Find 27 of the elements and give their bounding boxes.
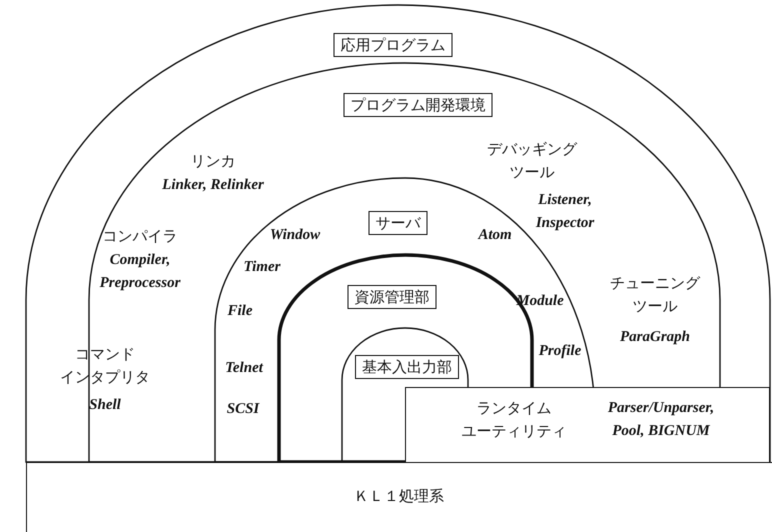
component-label: Window [270, 226, 320, 245]
component-label: Shell [89, 396, 121, 415]
component-label: チューニングツール [610, 273, 700, 317]
component-label: Linker, Relinker [162, 176, 264, 195]
layer-heading: サーバ [368, 211, 428, 235]
component-label: ParaGraph [620, 328, 690, 347]
layer-heading: プログラム開発環境 [344, 93, 492, 117]
layer-heading: 基本入出力部 [355, 355, 459, 379]
component-label: Compiler, Preprocessor [100, 251, 180, 293]
component-label: Atom [478, 226, 512, 245]
layer-heading: 応用プログラム [334, 33, 452, 57]
component-label: File [228, 302, 252, 321]
component-label: ランタイムユーティリティ [462, 398, 566, 442]
component-label: ＫＬ１処理系 [354, 486, 444, 507]
component-label: SCSI [226, 400, 260, 419]
component-label: デバッギングツール [487, 139, 577, 183]
component-label: Profile [538, 342, 582, 361]
component-label: リンカ [190, 151, 236, 172]
component-label: Telnet [225, 359, 263, 378]
component-label: Timer [244, 258, 280, 277]
base-layer-box [26, 462, 772, 532]
runtime-box [405, 387, 770, 463]
component-label: コマンドインタプリタ [60, 344, 150, 388]
component-label: コンパイラ [102, 226, 178, 247]
component-label: Listener, Inspector [536, 191, 594, 233]
component-label: Parser/Unparser, Pool, BIGNUM [608, 399, 714, 441]
layer-heading: 資源管理部 [348, 285, 436, 309]
